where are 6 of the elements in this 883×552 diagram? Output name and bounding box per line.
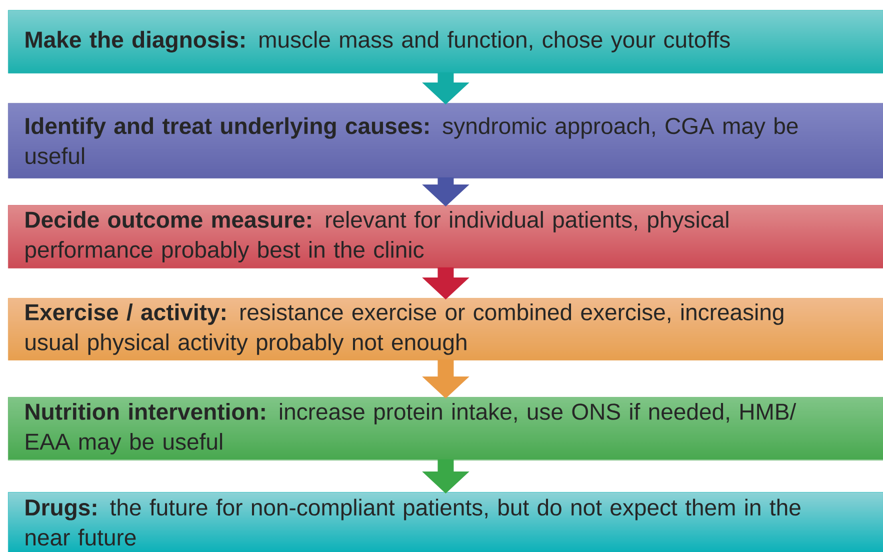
- process-box: Make the diagnosis: muscle mass and function, chose your cutoffs: [8, 10, 883, 74]
- process-box: Nutrition intervention: increase protein intake, use ONS if needed, HMB/ EAA may be useful: [8, 397, 883, 460]
- process-box: Drugs: the future for non-compliant patients, but do not expect them in the near future: [8, 492, 883, 552]
- process-box: Identify and treat underlying causes: syndromic approach, CGA may be useful: [8, 103, 883, 178]
- process-box: Decide outcome measure: relevant for individual patients, physical performance probably best in the clinic: [8, 205, 883, 268]
- process-box: Exercise / activity: resistance exercise or combined exercise, increasing usual physical activity probably not enough: [8, 298, 883, 360]
